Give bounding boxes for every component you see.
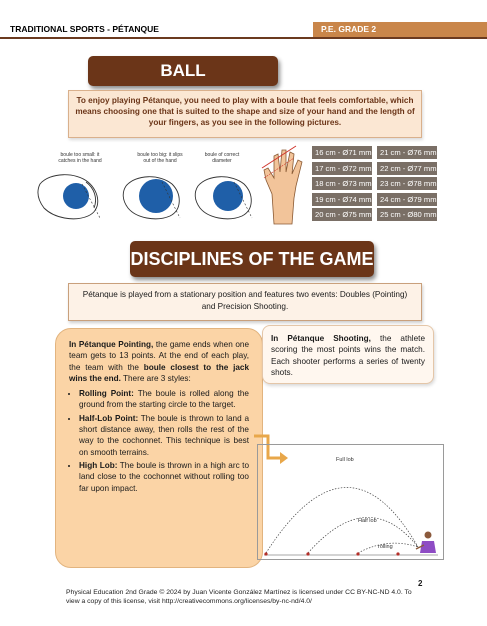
section-title: TRADITIONAL SPORTS - PÉTANQUE: [10, 24, 159, 34]
trajectory-diagram: Full lob Half lob rolling: [257, 444, 444, 560]
size-cell: 17 cm - Ø72 mm: [312, 161, 372, 175]
shooting-card: In Pétanque Shooting, the athlete scorin…: [262, 325, 434, 384]
hand-correct-ball-illustration: [194, 176, 253, 220]
list-item: High Lob: The boule is thrown in a high …: [79, 460, 249, 494]
size-cell: 18 cm - Ø73 mm: [312, 177, 372, 190]
style-desc: The boule is thrown in a high arc to lan…: [79, 460, 249, 493]
style-desc: The boule is thrown to land a short dist…: [79, 413, 249, 457]
hand-illustrations: boule too small: it catches in the hand …: [36, 146, 266, 226]
size-cell: 24 cm - Ø79 mm: [377, 192, 437, 206]
hand-measure-icon: [261, 145, 303, 225]
style-name: Rolling Point:: [79, 389, 134, 399]
size-row: 16 cm - Ø71 mm 21 cm - Ø76 mm: [312, 146, 448, 160]
size-row: 18 cm - Ø73 mm 23 cm - Ø78 mm: [312, 177, 448, 191]
pointing-highlight: boule closest to the jack wins the end.: [69, 362, 249, 383]
pointer-arrow-icon: [254, 434, 288, 464]
hand-big-ball-illustration: [122, 176, 181, 220]
size-cell: 21 cm - Ø76 mm: [377, 146, 437, 159]
player-figure-icon: [415, 531, 436, 553]
pointing-styles-list: Rolling Point: The boule is rolled along…: [79, 388, 249, 494]
size-cell: 20 cm - Ø75 mm: [312, 208, 372, 221]
pointing-card: In Pétanque Pointing, the game ends when…: [55, 328, 263, 568]
list-item: Half-Lob Point: The boule is thrown to l…: [79, 413, 249, 458]
full-lob-label: Full lob: [336, 457, 354, 463]
style-desc: The boule is rolled along the ground fro…: [79, 389, 249, 410]
page-number: 2: [418, 579, 423, 588]
grade-label: P.E. GRADE 2: [313, 22, 487, 37]
pointing-text-1: the game ends when one team gets to 13 p…: [69, 340, 249, 372]
size-row: 19 cm - Ø74 mm 24 cm - Ø79 mm: [312, 192, 448, 207]
pointing-paragraph: In Pétanque Pointing, the game ends when…: [69, 339, 249, 384]
ball-size-table: 16 cm - Ø71 mm 21 cm - Ø76 mm 17 cm - Ø7…: [312, 146, 448, 224]
caption-too-small: boule too small: it catches in the hand: [58, 152, 102, 164]
size-row: 20 cm - Ø75 mm 25 cm - Ø80 mm: [312, 208, 448, 222]
size-cell: 19 cm - Ø74 mm: [312, 192, 372, 206]
size-row: 17 cm - Ø72 mm 22 cm - Ø77 mm: [312, 161, 448, 176]
list-item: Rolling Point: The boule is rolled along…: [79, 388, 249, 411]
ball-specifications-title: BALL SPECIFICATIONS: [88, 56, 278, 110]
size-cell: 25 cm - Ø80 mm: [377, 208, 437, 221]
pointing-text-2: There are 3 styles:: [120, 373, 191, 383]
size-cell: 23 cm - Ø78 mm: [377, 177, 437, 190]
style-name: High Lob:: [79, 460, 118, 470]
disciplines-title: DISCIPLINES OF THE GAME: [130, 241, 374, 277]
half-lob-label: Half lob: [358, 518, 377, 524]
size-cell: 22 cm - Ø77 mm: [377, 161, 437, 175]
caption-correct: boule of correct diameter: [204, 152, 240, 164]
shooting-text: the athlete scoring the most points wins…: [271, 334, 425, 377]
size-cell: 16 cm - Ø71 mm: [312, 146, 372, 159]
rolling-label: rolling: [378, 544, 393, 550]
pointing-lead: In Pétanque Pointing,: [69, 340, 154, 349]
ball-specifications-intro: To enjoy playing Pétanque, you need to p…: [68, 90, 422, 138]
shooting-lead: In Pétanque Shooting,: [271, 334, 371, 343]
disciplines-intro: Pétanque is played from a stationary pos…: [68, 283, 422, 321]
page-header: TRADITIONAL SPORTS - PÉTANQUE P.E. GRADE…: [0, 22, 487, 39]
trajectory-curves: [264, 487, 438, 556]
style-name: Half-Lob Point:: [79, 413, 139, 423]
caption-too-big: boule too big: it slips out of the hand: [137, 152, 183, 164]
hand-small-ball-illustration: [37, 174, 101, 220]
license-footer: Physical Education 2nd Grade © 2024 by J…: [66, 589, 412, 605]
